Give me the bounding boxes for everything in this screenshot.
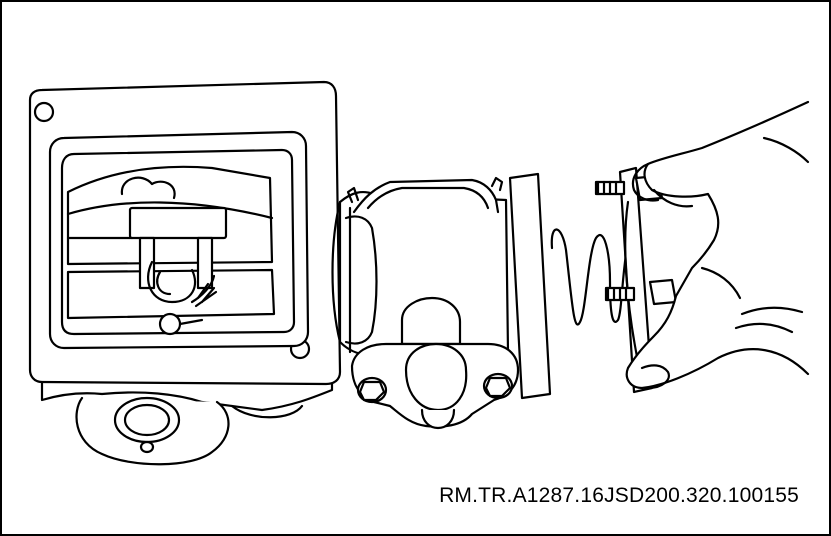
hand <box>627 102 808 388</box>
cover-plate <box>596 168 676 392</box>
spring <box>552 229 628 324</box>
extension-housing <box>333 178 509 355</box>
shift-mechanism <box>68 167 274 334</box>
bottom-cover <box>352 298 518 428</box>
lower-housing <box>42 374 332 464</box>
reference-code: RM.TR.A1287.16JSD200.320.100155 <box>439 484 799 507</box>
gasket-flange <box>510 174 550 398</box>
